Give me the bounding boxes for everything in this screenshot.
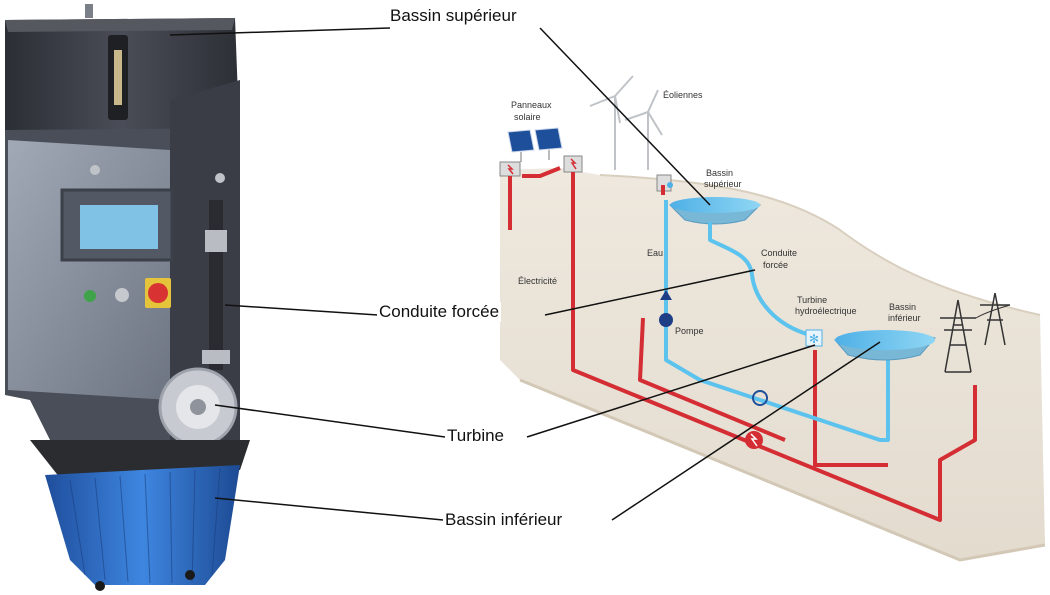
front-panel (8, 140, 170, 400)
label-turbine-2: hydroélectrique (795, 306, 857, 316)
label-wind: Éoliennes (663, 90, 703, 100)
solar-panels-icon (499, 127, 563, 177)
callout-lower-basin: Bassin inférieur (443, 510, 565, 530)
label-penstock-2: forcée (763, 260, 788, 270)
terrain (500, 168, 1045, 560)
electricity-lines (508, 166, 977, 522)
leader-lines (169, 27, 881, 521)
top-valve (85, 4, 93, 18)
electricity-icon (745, 431, 763, 449)
lower-basin (834, 330, 936, 361)
label-turbine-1: Turbine (797, 295, 827, 305)
lab-model (5, 4, 250, 591)
label-lower-basin-1: Bassin (889, 302, 916, 312)
wind-turbines-icon (589, 75, 663, 170)
label-solar-2: solaire (514, 112, 541, 122)
label-lower-basin-2: inférieur (888, 313, 921, 323)
callout-turbine: Turbine (445, 426, 507, 446)
label-pump: Pompe (675, 326, 704, 336)
callout-penstock: Conduite forcée (377, 302, 502, 322)
pylons-icon (940, 292, 1011, 373)
callout-upper-basin: Bassin supérieur (388, 6, 519, 26)
label-electricity: Électricité (518, 276, 557, 286)
lower-tank (45, 465, 240, 585)
pump-icon (659, 313, 673, 327)
emergency-stop (148, 283, 168, 303)
label-upper-basin-1: Bassin (706, 168, 733, 178)
label-penstock-1: Conduite (761, 248, 797, 258)
label-upper-basin-2: supérieur (704, 179, 742, 189)
label-water: Eau (647, 248, 663, 258)
white-button (115, 288, 129, 302)
green-button (84, 290, 96, 302)
pumped-storage-diagram: ✻ Panneaux solaire Éoliennes Bassin supé… (499, 75, 1046, 562)
svg-text:✻: ✻ (809, 332, 819, 346)
water-lines (664, 200, 890, 442)
penstock-tube (209, 200, 223, 370)
upper-basin (656, 174, 761, 225)
label-solar-1: Panneaux (511, 100, 552, 110)
